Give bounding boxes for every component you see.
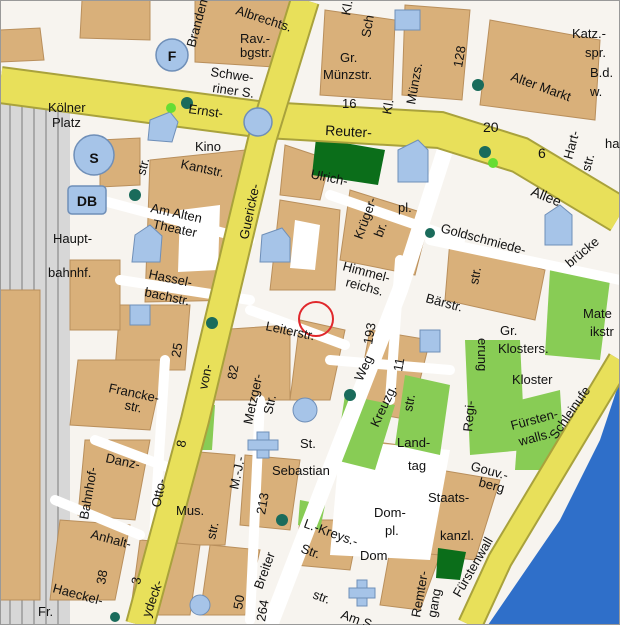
dark-green-areas [312,138,466,580]
ferry-icon[interactable]: F [155,38,189,72]
label-francke-str: str. [123,397,143,415]
label-rav: Rav.- [240,31,270,46]
label-11: 11 [390,357,407,373]
label-bahnhf: bahnhf. [48,265,91,280]
label-mate: Mate [583,306,612,321]
label-gang: gang [424,587,444,618]
label-katz: Katz.- [572,26,606,41]
label-riner: riner S. [212,80,256,101]
label-20: 20 [483,119,499,135]
label-tag: tag [408,458,426,473]
label-pl: pl. [398,200,412,215]
label-kreys-str: Str. [299,541,322,562]
label-ikstr: ikstr [590,324,615,339]
label-25: 25 [168,342,185,359]
label-muenzs: Münzs. [403,62,425,106]
label-213: 213 [253,492,272,516]
label-38: 38 [93,569,110,586]
label-8: 8 [173,439,189,449]
label-kino: Kino [195,139,221,154]
label-spr: spr. [585,45,606,60]
label-kl: Kl. [338,0,355,17]
roundabout [243,107,273,137]
label-128: 128 [450,45,469,69]
label-haupt: Haupt- [53,231,92,246]
label-dom-pl2: pl. [385,523,399,538]
label-koelner: Kölner [48,100,86,115]
label-82: 82 [224,364,241,381]
label-str-mus: str. [203,521,221,541]
label-mus: Mus. [176,503,204,518]
label-str-kreuzg: str. [400,393,418,413]
label-berg: berg [477,474,506,495]
label-gr: Gr. [340,50,357,65]
label-sch: Sch [358,14,377,39]
sun-icon [189,594,211,616]
tram-stops [110,79,498,622]
label-dom-pl1: Dom- [374,505,406,520]
label-schwe: Schwe- [210,64,255,85]
label-erung: erung [475,338,490,371]
label-danz: Danz- [104,450,141,472]
svg-text:F: F [168,48,177,64]
label-reuter: Reuter- [325,122,373,140]
label-264: 264 [253,599,272,623]
river-elbe [488,380,620,625]
church-icon [247,431,376,607]
label-kloster: Kloster [512,372,553,387]
label-ha: ha [605,136,620,151]
location-marker[interactable] [298,301,334,337]
label-fr: Fr. [38,604,53,619]
label-bd: B.d. [590,65,613,80]
label-von: von- [195,363,215,391]
label-klosters: Klosters. [498,341,549,356]
label-50: 50 [230,594,247,611]
label-dom: Dom [360,548,387,563]
label-staats: Staats- [428,490,469,505]
label-platz: Platz [52,115,81,130]
label-str-breiter: str. [311,587,332,607]
label-ernst: Ernst- [188,101,224,121]
label-str-left: str. [133,156,152,177]
label-gr2: Gr. [500,323,517,338]
label-hart-str: str. [578,152,597,173]
svg-text:S: S [89,150,98,166]
label-bgstr: bgstr. [240,45,272,60]
road-breiter-weg [262,147,453,625]
label-6: 6 [538,145,546,161]
label-kanzl: kanzl. [440,528,474,543]
label-193: 193 [360,322,379,346]
s-bahn-icon[interactable]: S [73,134,115,176]
label-regi: Regi- [460,400,478,432]
label-16: 16 [342,96,356,111]
svg-text:DB: DB [77,193,97,209]
label-muenzstr: Münzstr. [323,67,372,82]
label-otto: Otto- [148,477,169,508]
label-metzger-str: Str. [260,393,279,415]
label-3: 3 [128,576,144,586]
museum-icon [292,397,318,423]
label-str-mid: str. [466,266,484,286]
label-hart: Hart- [560,129,582,161]
label-mj: M.-J.- [226,455,248,491]
label-st: St. [300,436,316,451]
db-icon[interactable]: DB [67,185,107,215]
label-sebastian: Sebastian [272,463,330,478]
label-kl2: Kl. [379,98,396,116]
label-br: br. [371,220,390,239]
public-buildings [129,9,573,353]
label-w: w. [589,84,602,99]
label-land: Land- [397,435,430,450]
